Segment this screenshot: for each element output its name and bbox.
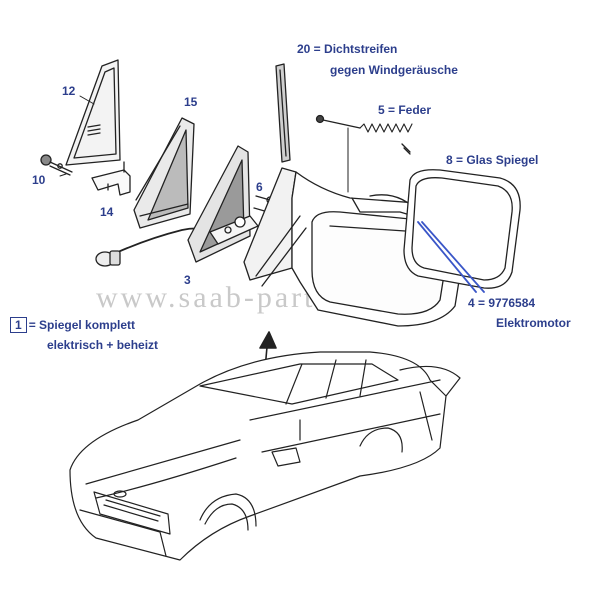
- note-line1: 1= Spiegel komplett: [10, 317, 135, 333]
- callout-8: 8 = Glas Spiegel: [446, 153, 539, 167]
- part-8-glass: [403, 169, 521, 289]
- callout-14: 14: [100, 205, 114, 219]
- part-5-spring: [315, 114, 413, 155]
- callout-6: 6: [256, 180, 263, 194]
- callout-20-line1: 20 = Dichtstreifen: [297, 42, 398, 56]
- callout-3: 3: [184, 273, 191, 287]
- callout-4-line2: Elektromotor: [496, 316, 571, 330]
- callout-10: 10: [32, 173, 46, 187]
- part-15-inner-cover: [133, 117, 195, 229]
- callout-20-line2: gegen Windgeräusche: [330, 63, 458, 77]
- part-14-bracket: [91, 161, 131, 196]
- note-text-1: = Spiegel komplett: [28, 318, 136, 332]
- car-illustration: [69, 351, 461, 561]
- callout-4-line1: 4 = 9776584: [468, 296, 536, 310]
- motor-pointer: [417, 221, 485, 293]
- callout-5: 5 = Feder: [378, 103, 432, 117]
- part-3-mirror-base: [187, 145, 259, 263]
- note-line2: elektrisch + beheizt: [47, 338, 159, 352]
- leader-lines: [59, 95, 349, 193]
- part-12-triangle-cover: [65, 59, 121, 166]
- part-20-seal-strip: [275, 63, 291, 163]
- callout-12: 12: [62, 84, 76, 98]
- callout-15: 15: [184, 95, 198, 109]
- note-number-box: 1: [10, 317, 27, 333]
- part-10-screw: [40, 154, 73, 176]
